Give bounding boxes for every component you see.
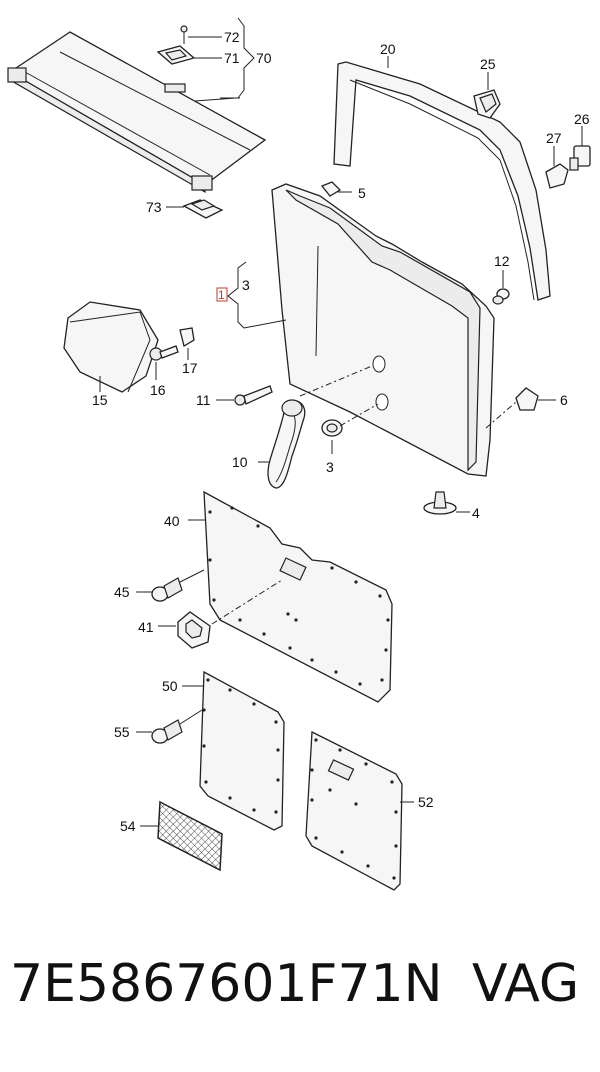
clip-73 [166, 199, 224, 219]
plug-55 [136, 709, 203, 744]
part-caption: 7E5867601F71N VAG [0, 950, 600, 1040]
callout-20: 20 [380, 41, 396, 57]
bumper-4 [423, 491, 470, 515]
trim-panel-52 [305, 730, 414, 891]
callout-6: 6 [560, 392, 568, 408]
trim-panel-40 [188, 490, 393, 703]
luggage-cover [7, 31, 267, 194]
grip-41 [158, 579, 283, 649]
grommet-3 [321, 403, 379, 454]
callout-52: 52 [418, 794, 434, 810]
callout-3-upper: 3 [242, 277, 250, 293]
brand-label: VAG [472, 954, 580, 1014]
callout-27: 27 [546, 130, 562, 146]
callout-25: 25 [480, 56, 496, 72]
screw-72 [180, 25, 222, 44]
trim-panel-50 [182, 670, 285, 831]
callout-15: 15 [92, 392, 108, 408]
plug-17 [179, 327, 195, 360]
callout-72: 72 [224, 29, 240, 45]
callout-70: 70 [256, 50, 272, 66]
callout-26: 26 [574, 111, 590, 127]
clip-25 [473, 72, 501, 119]
screw-16 [149, 345, 179, 380]
callout-54: 54 [120, 818, 136, 834]
callout-11: 11 [196, 392, 211, 408]
callout-16: 16 [150, 382, 166, 398]
screw-11 [216, 385, 273, 406]
callout-71: 71 [224, 50, 240, 66]
part-number: 7E5867601F71N [10, 954, 443, 1014]
callout-5: 5 [358, 185, 366, 201]
storage-net-54 [140, 800, 223, 872]
clip-5 [320, 181, 352, 197]
clip-6 [485, 387, 556, 429]
callout-3-lower: 3 [326, 459, 334, 475]
callout-50: 50 [162, 678, 178, 694]
callout-12: 12 [494, 253, 510, 269]
callout-10: 10 [232, 454, 248, 470]
callout-4: 4 [472, 505, 480, 521]
tailgate-panel-1 [271, 183, 495, 477]
callout-17: 17 [182, 360, 198, 376]
part-26 [569, 126, 591, 171]
part-27 [545, 146, 569, 189]
callout-41: 41 [138, 619, 154, 635]
exploded-parts-diagram: 1 3 3 4 5 6 10 11 12 15 16 17 20 25 26 2… [7, 17, 591, 891]
callout-73: 73 [146, 199, 162, 215]
callout-45: 45 [114, 584, 130, 600]
holder-71 [156, 45, 222, 65]
plug-12 [492, 270, 510, 305]
plug-45 [136, 569, 205, 602]
cushion-15 [63, 301, 159, 393]
callout-55: 55 [114, 724, 130, 740]
callout-1: 1 [218, 288, 225, 302]
callout-40: 40 [164, 513, 180, 529]
handle-strap-10 [258, 365, 373, 489]
